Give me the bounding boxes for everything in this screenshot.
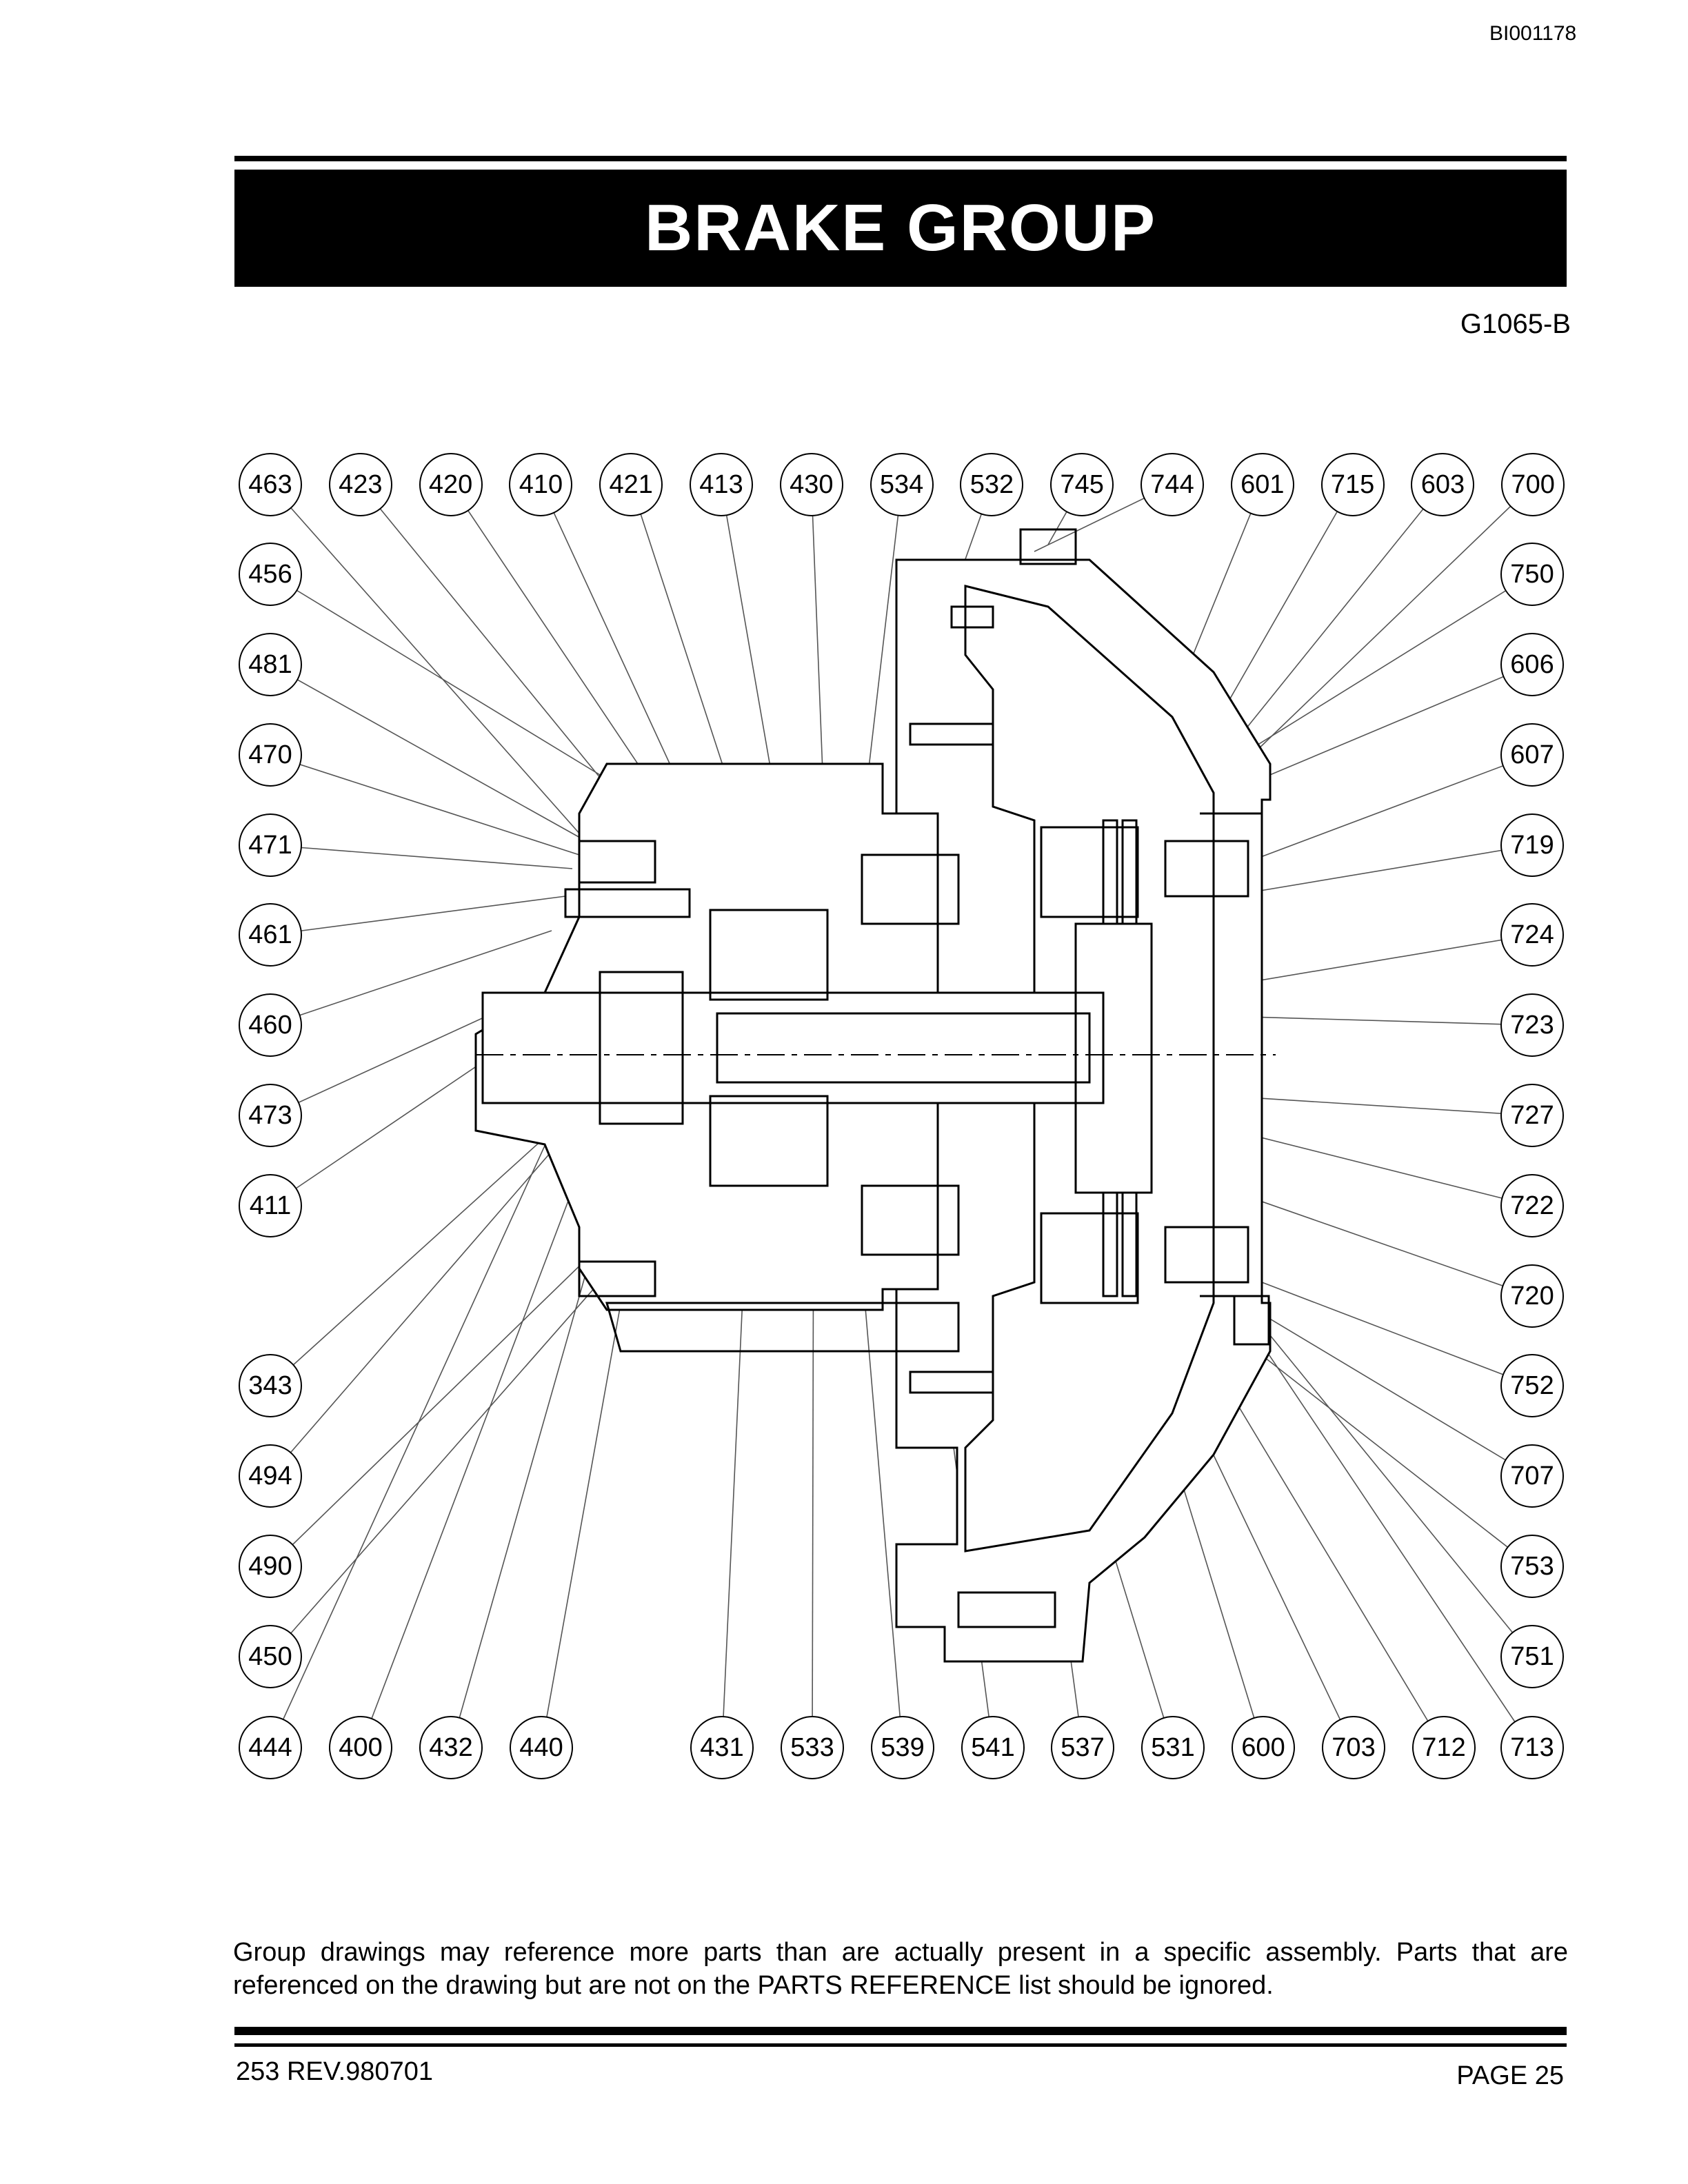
callout-600: 600 (1232, 1716, 1295, 1779)
callout-720: 720 (1500, 1264, 1564, 1328)
callout-471: 471 (239, 813, 302, 877)
callout-541: 541 (961, 1716, 1025, 1779)
callout-490: 490 (239, 1535, 302, 1598)
callout-539: 539 (871, 1716, 934, 1779)
callout-343: 343 (239, 1354, 302, 1417)
callout-481: 481 (239, 633, 302, 696)
page-title: BRAKE GROUP (644, 191, 1157, 265)
housing-outline (474, 528, 1276, 1663)
revision-label: 253 REV.980701 (236, 2057, 433, 2086)
callout-744: 744 (1141, 453, 1204, 516)
callout-470: 470 (239, 723, 302, 787)
callout-750: 750 (1500, 543, 1564, 606)
callout-753: 753 (1500, 1535, 1564, 1598)
callout-450: 450 (239, 1625, 302, 1688)
callout-494: 494 (239, 1444, 302, 1508)
callout-537: 537 (1051, 1716, 1114, 1779)
callout-707: 707 (1500, 1444, 1564, 1508)
callout-703: 703 (1322, 1716, 1385, 1779)
callout-400: 400 (329, 1716, 392, 1779)
callout-751: 751 (1500, 1625, 1564, 1688)
callout-719: 719 (1500, 813, 1564, 877)
callout-700: 700 (1501, 453, 1565, 516)
drawing-note: Group drawings may reference more parts … (233, 1938, 1568, 2000)
callout-533: 533 (781, 1716, 844, 1779)
callout-727: 727 (1500, 1084, 1564, 1147)
callout-723: 723 (1500, 993, 1564, 1057)
callout-431: 431 (690, 1716, 754, 1779)
footer-rule-thick (234, 2027, 1567, 2035)
callout-421: 421 (599, 453, 663, 516)
callout-713: 713 (1500, 1716, 1564, 1779)
callout-745: 745 (1050, 453, 1114, 516)
callout-722: 722 (1500, 1174, 1564, 1237)
page-number: PAGE 25 (1456, 2061, 1564, 2090)
callout-411: 411 (239, 1174, 302, 1237)
callout-430: 430 (779, 453, 843, 516)
drawing-number: G1065-B (1460, 309, 1571, 339)
callout-473: 473 (239, 1084, 302, 1147)
header-rule (234, 156, 1567, 161)
callout-601: 601 (1230, 453, 1294, 516)
callout-423: 423 (328, 453, 392, 516)
document-id: BI001178 (1489, 22, 1577, 45)
callout-410: 410 (509, 453, 573, 516)
callout-444: 444 (239, 1716, 302, 1779)
callout-724: 724 (1500, 903, 1564, 967)
callout-460: 460 (239, 993, 302, 1057)
footer-rule-thin (234, 2043, 1567, 2047)
callout-752: 752 (1500, 1354, 1564, 1417)
callout-432: 432 (419, 1716, 483, 1779)
callout-532: 532 (960, 453, 1024, 516)
callout-463: 463 (239, 453, 302, 516)
callout-440: 440 (510, 1716, 573, 1779)
callout-461: 461 (239, 903, 302, 967)
callout-715: 715 (1320, 453, 1385, 516)
callout-456: 456 (239, 543, 302, 606)
callout-534: 534 (870, 453, 934, 516)
title-banner: BRAKE GROUP (234, 170, 1567, 287)
callout-413: 413 (690, 453, 753, 516)
callout-712: 712 (1412, 1716, 1476, 1779)
callout-607: 607 (1500, 723, 1564, 787)
callout-531: 531 (1141, 1716, 1205, 1779)
callout-603: 603 (1411, 453, 1475, 516)
callout-420: 420 (419, 453, 483, 516)
callout-606: 606 (1500, 633, 1564, 696)
